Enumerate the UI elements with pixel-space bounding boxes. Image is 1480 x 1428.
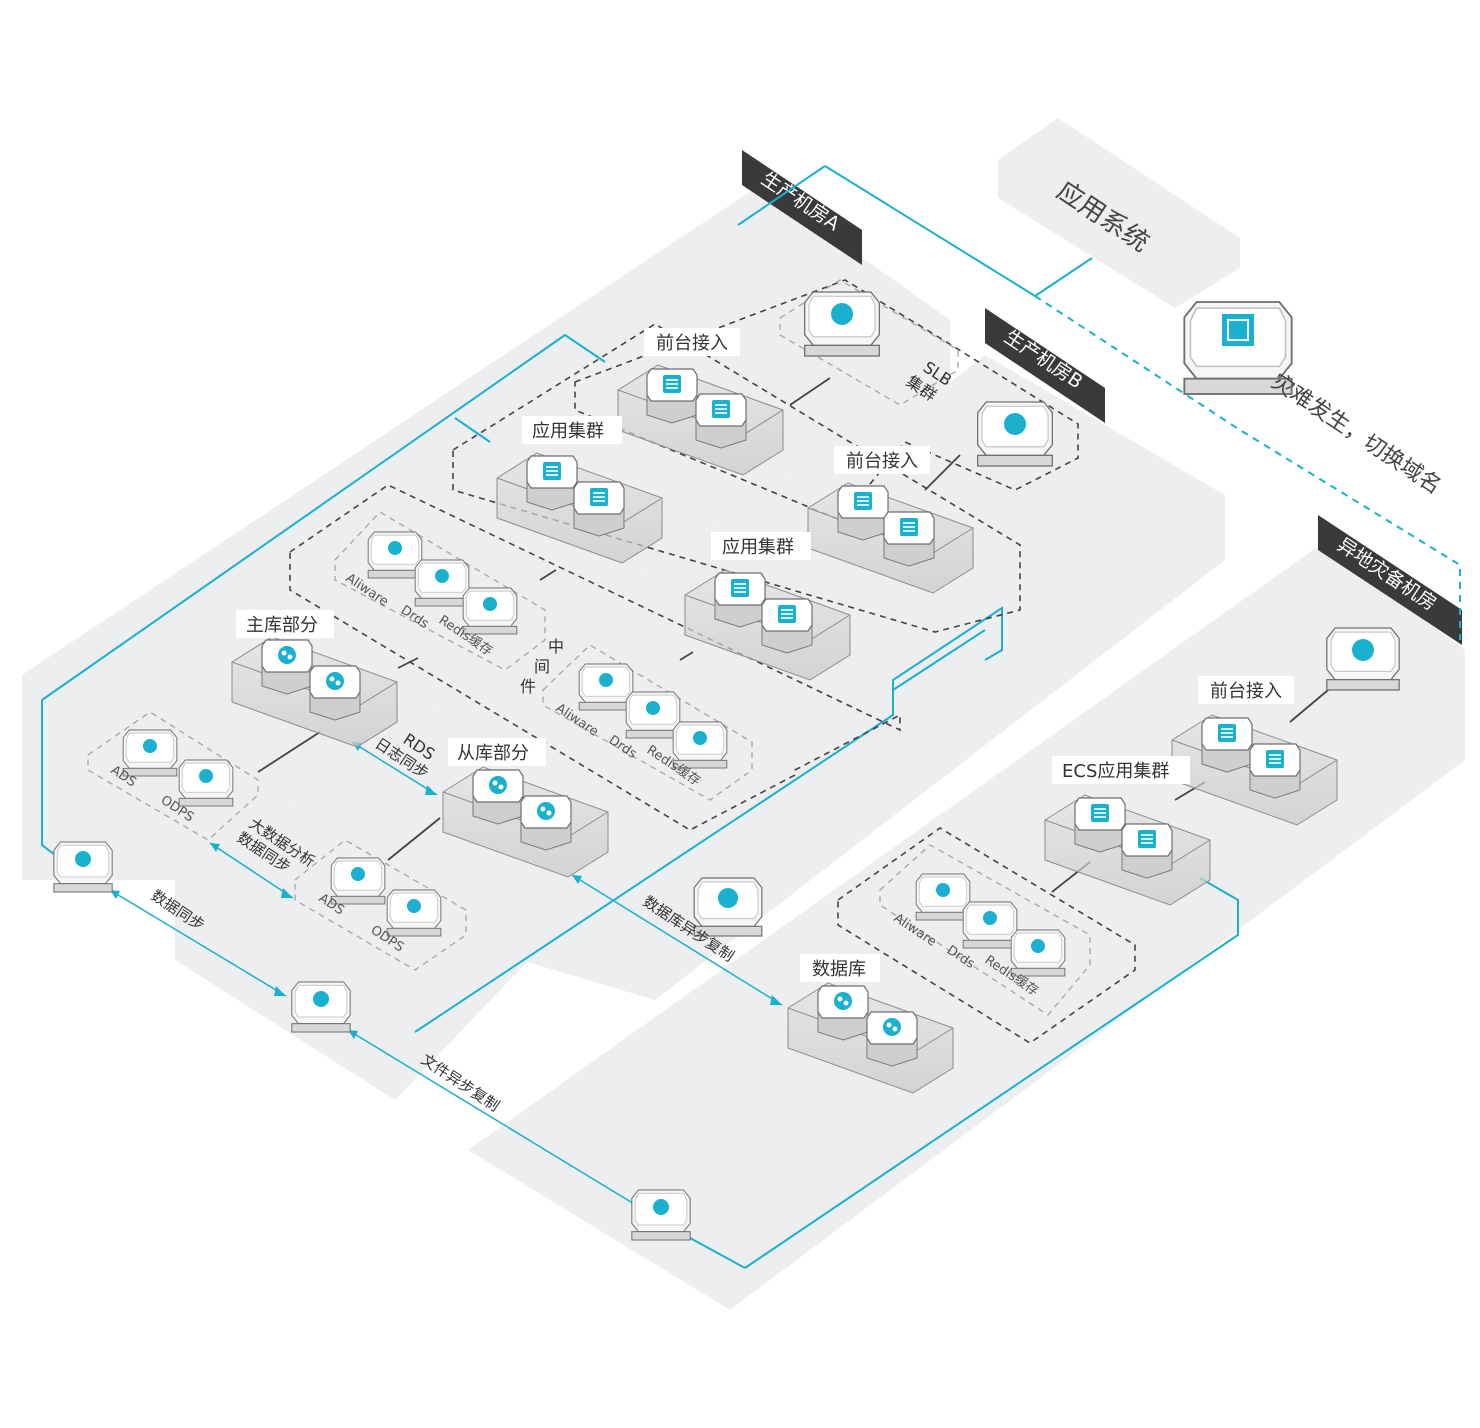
- group-boundaries: [289, 279, 1136, 1044]
- dr-db-group: [837, 827, 1136, 1044]
- app-cluster-group: [452, 323, 1021, 633]
- label-a-frontend: 前台接入: [656, 333, 728, 354]
- line-left-diagonal: [41, 333, 606, 701]
- plate-app-system: [998, 118, 1240, 308]
- server-icon: [837, 485, 889, 541]
- slb-icon: [1326, 627, 1400, 691]
- network-lines: [41, 165, 1461, 1269]
- middleware-icon: [367, 531, 423, 579]
- label-dr-ecs: ECS应用集群: [1062, 761, 1169, 782]
- caption-failover: 灾难发生，切换域名: [1267, 369, 1446, 499]
- line-bigdata-sync: [209, 842, 294, 899]
- oss-icon: [291, 981, 351, 1033]
- oss-icon: [631, 1189, 691, 1241]
- caption-middleware-3: 件: [520, 677, 536, 696]
- plate-room-b: [420, 355, 1225, 1000]
- product-boundaries: [87, 279, 1091, 1016]
- middleware-icon: [414, 559, 470, 607]
- line-a-top: [737, 165, 826, 226]
- server-icon: [695, 393, 747, 449]
- slb-icon: [976, 401, 1054, 467]
- caption-middleware-1: 中: [548, 637, 564, 656]
- server-icon: [1201, 717, 1253, 773]
- analytics-icon: [386, 889, 442, 937]
- line-branch: [454, 417, 491, 443]
- server-icon: [883, 511, 935, 567]
- line-rds-sync: [351, 741, 438, 796]
- middleware-icon: [1010, 929, 1066, 977]
- label-master-db: 主库部分: [246, 615, 318, 636]
- line-dr-right: [744, 877, 1239, 1269]
- middleware-icon: [578, 663, 634, 711]
- caption-middleware-2: 间: [534, 657, 550, 676]
- line-db-async: [571, 874, 783, 1006]
- server-icon: [526, 455, 578, 511]
- server-icon: [714, 572, 766, 628]
- caption-file-async: 文件异步复制: [418, 1050, 503, 1115]
- label-b-app: 应用集群: [722, 537, 794, 558]
- line-failover-dashed: [1034, 295, 1461, 640]
- line-left-vertical: [41, 700, 56, 856]
- line-dr-bottom: [689, 1237, 746, 1269]
- server-icon: [573, 481, 625, 537]
- middleware-icon: [672, 721, 728, 769]
- database-icon: [520, 795, 572, 851]
- label-b-frontend: 前台接入: [846, 451, 918, 472]
- icon-blocks: [53, 291, 1400, 1241]
- server-icon: [761, 598, 813, 654]
- line-data-sync: [109, 889, 287, 997]
- middleware-icon: [915, 873, 971, 921]
- analytics-icon: [330, 857, 386, 905]
- line-b-mid: [892, 629, 986, 691]
- database-icon: [309, 665, 361, 721]
- database-icon: [472, 769, 524, 825]
- server-icon: [1074, 797, 1126, 853]
- server-icon: [1121, 823, 1173, 879]
- cdn-icon: [693, 877, 763, 937]
- dns-icon: [1183, 301, 1293, 395]
- line-to-room-b: [414, 606, 1003, 1033]
- database-icon: [261, 639, 313, 695]
- label-slave-db: 从库部分: [457, 743, 529, 764]
- label-dr-database: 数据库: [812, 959, 866, 980]
- server-icon: [1249, 743, 1301, 799]
- server-icon: [646, 368, 698, 424]
- database-icon: [866, 1011, 918, 1067]
- label-a-app: 应用集群: [532, 421, 604, 442]
- slb-group: [574, 279, 1079, 521]
- middleware-group: [289, 484, 901, 831]
- middleware-icon: [962, 901, 1018, 949]
- cluster-labels: 前台接入 应用集群 前台接入 应用集群 主库部分 从库部分 前台接入 ECS应用…: [236, 328, 1294, 982]
- analytics-icon: [122, 729, 178, 777]
- slb-icon: [803, 291, 881, 357]
- middleware-icon: [462, 587, 518, 635]
- oss-icon: [53, 841, 113, 893]
- analytics-icon: [178, 759, 234, 807]
- label-dr-frontend: 前台接入: [1210, 681, 1282, 702]
- middleware-icon: [625, 691, 681, 739]
- database-icon: [817, 985, 869, 1041]
